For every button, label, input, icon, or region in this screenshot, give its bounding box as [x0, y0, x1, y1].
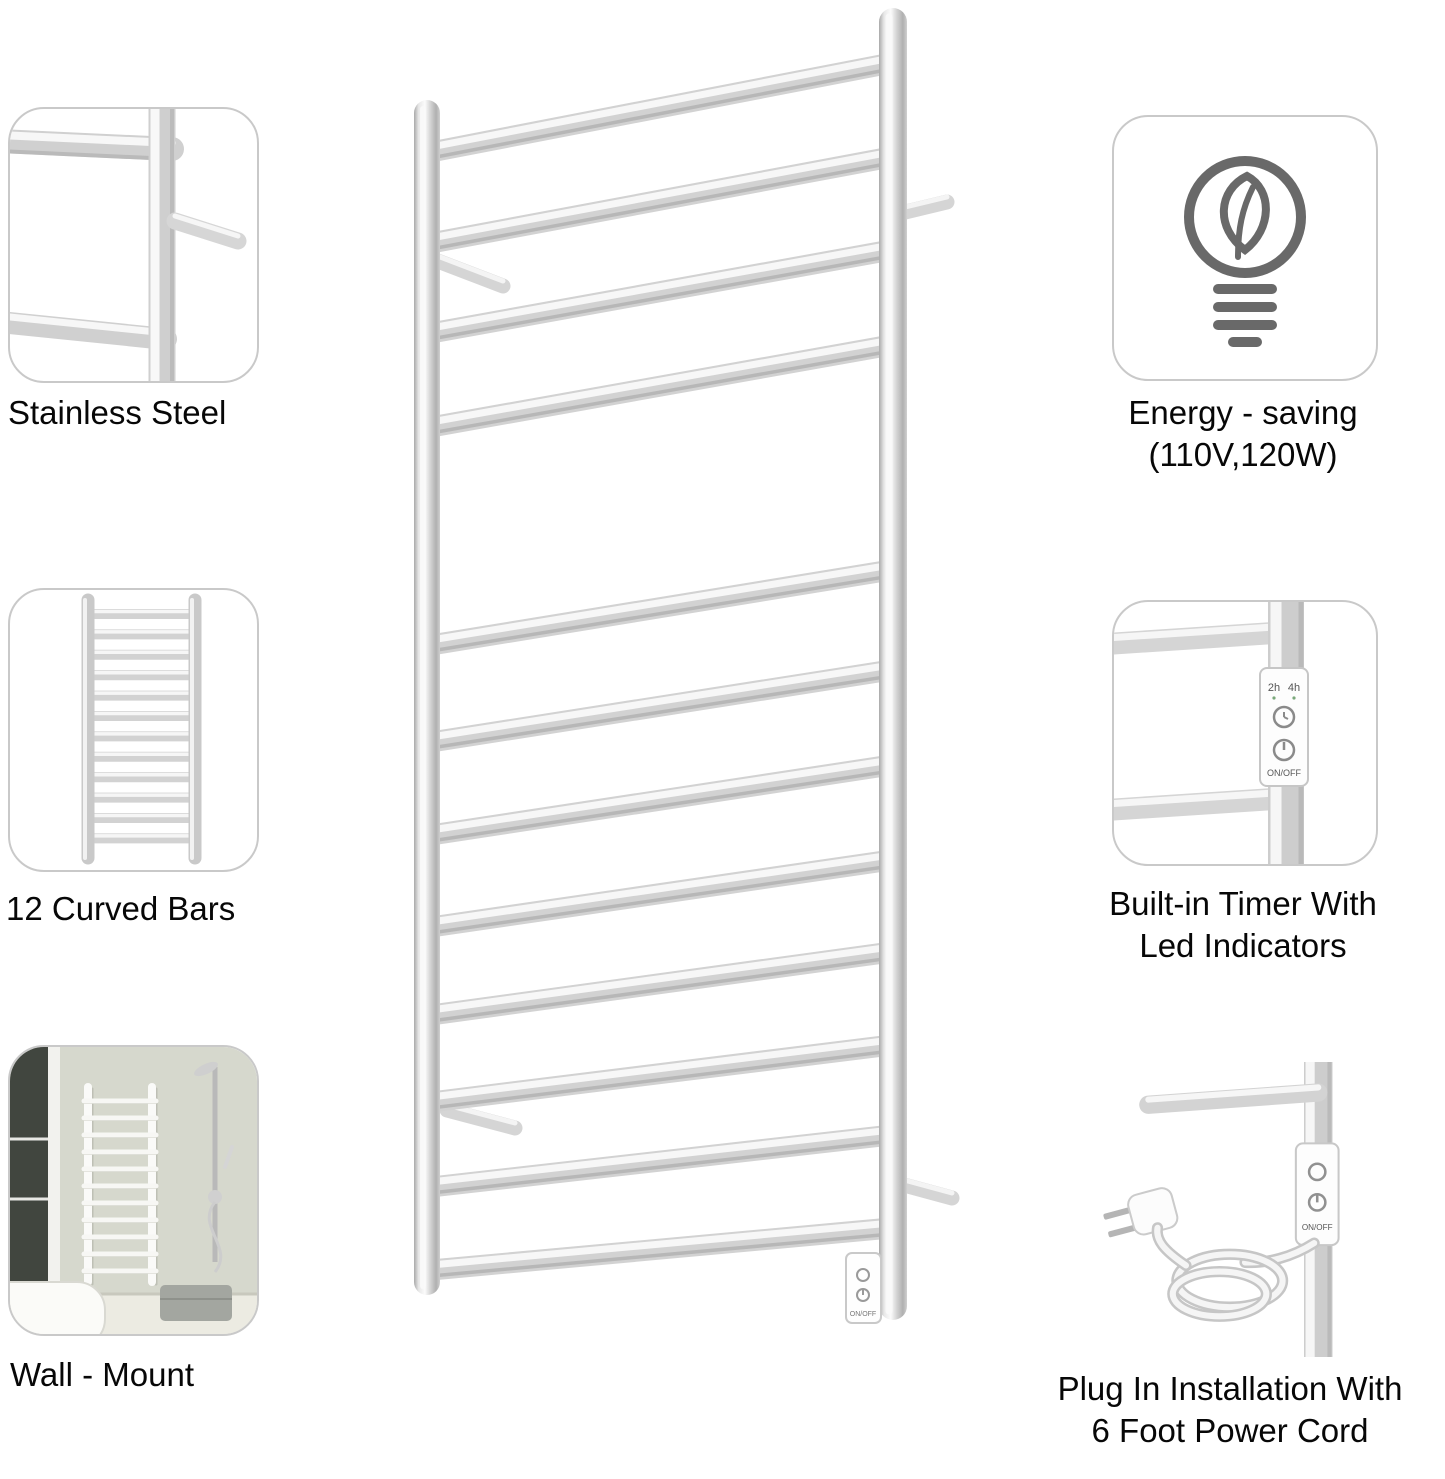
towel-bars	[420, 52, 902, 1281]
timer-control-panel: 2h 4h ON/OFF	[1259, 667, 1309, 787]
vertical-posts	[414, 8, 907, 1320]
control-panel: ON/OFF	[845, 1252, 882, 1324]
stainless-steel-feature-image	[8, 107, 259, 383]
feature-label-plug-in: Plug In Installation With 6 Foot Power C…	[1018, 1368, 1442, 1452]
feature-label-timer: Built-in Timer With Led Indicators	[1060, 883, 1426, 967]
stainless-steel-closeup-illustration	[10, 109, 247, 381]
timer-onoff-label: ON/OFF	[1267, 768, 1301, 778]
plug-label-line2: 6 Foot Power Cord	[1091, 1412, 1369, 1449]
bathroom-scene-illustration	[10, 1047, 257, 1334]
energy-label-line2: (110V,120W)	[1148, 436, 1338, 473]
energy-saving-feature-image	[1112, 115, 1378, 381]
power-cord-plug-illustration: ON/OFF	[1103, 1039, 1340, 1380]
timer-label-line2: Led Indicators	[1139, 927, 1347, 964]
timer-2h-label: 2h	[1268, 682, 1280, 694]
bulb-leaf-icon	[1184, 156, 1306, 347]
timer-4h-label: 4h	[1288, 682, 1300, 694]
power-plug	[1103, 1187, 1179, 1238]
wall-mount-feature-image	[8, 1045, 259, 1336]
plug-label-line1: Plug In Installation With	[1057, 1370, 1403, 1407]
feature-label-wall-mount: Wall - Mount	[10, 1356, 194, 1393]
timer-label-line1: Built-in Timer With	[1109, 885, 1377, 922]
feature-label-energy-saving: Energy - saving (110V,120W)	[1070, 392, 1416, 476]
timer-feature-image: 2h 4h ON/OFF	[1112, 600, 1378, 866]
curved-bars-feature-image	[8, 588, 259, 872]
plug-control-panel: ON/OFF	[1294, 1142, 1340, 1247]
plug-feature-image: ON/OFF	[1090, 1039, 1400, 1380]
plug-onoff-label: ON/OFF	[1302, 1223, 1333, 1232]
main-onoff-label: ON/OFF	[850, 1311, 876, 1318]
feature-label-stainless-steel: Stainless Steel	[8, 394, 227, 431]
feature-label-curved-bars: 12 Curved Bars	[6, 890, 236, 927]
power-cord	[1151, 1222, 1320, 1322]
energy-label-line1: Energy - saving	[1128, 394, 1358, 431]
towel-warmer-illustration: ON/OFF	[414, 8, 960, 1324]
ladder-bars-illustration	[81, 593, 202, 865]
timer-panel-closeup-illustration: 2h 4h ON/OFF	[1114, 602, 1309, 864]
